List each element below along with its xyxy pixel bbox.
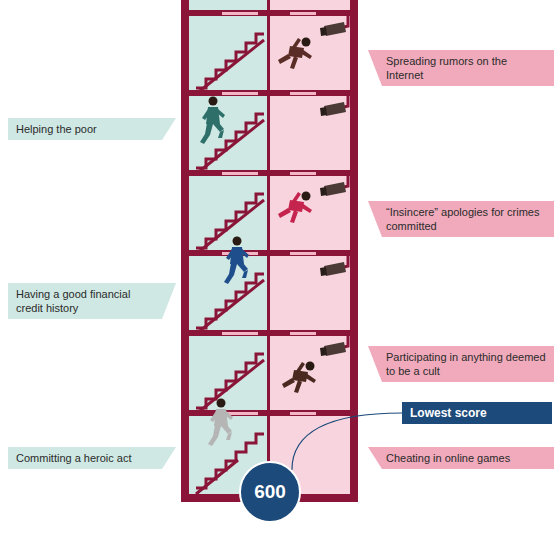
callout-text: Participating in anything deemed to be a… bbox=[386, 350, 546, 378]
callout-text: Helping the poor bbox=[16, 122, 158, 136]
good-deed-callout: Helping the poor bbox=[8, 118, 176, 140]
callout-text: “Insincere” apologies for crimes committ… bbox=[386, 205, 546, 233]
bad-deed-callout: Spreading rumors on the Internet bbox=[368, 50, 554, 86]
good-deed-callout: Having a good financial credit history bbox=[8, 283, 176, 319]
bad-deed-callout: “Insincere” apologies for crimes committ… bbox=[368, 201, 554, 237]
good-deed-callout: Committing a heroic act bbox=[8, 447, 176, 469]
callout-text: Having a good financial credit history bbox=[16, 287, 158, 315]
callout-text: Lowest score bbox=[410, 406, 544, 420]
callout-text: Committing a heroic act bbox=[16, 451, 158, 465]
score-circle: 600 bbox=[239, 461, 301, 523]
score-number: 600 bbox=[254, 481, 286, 503]
bad-deed-callout: Participating in anything deemed to be a… bbox=[368, 346, 554, 382]
score-label-box: Lowest score bbox=[402, 402, 552, 424]
callout-text: Spreading rumors on the Internet bbox=[386, 54, 546, 82]
bad-deed-callout: Cheating in online games bbox=[368, 447, 554, 469]
callout-text: Cheating in online games bbox=[386, 451, 546, 465]
